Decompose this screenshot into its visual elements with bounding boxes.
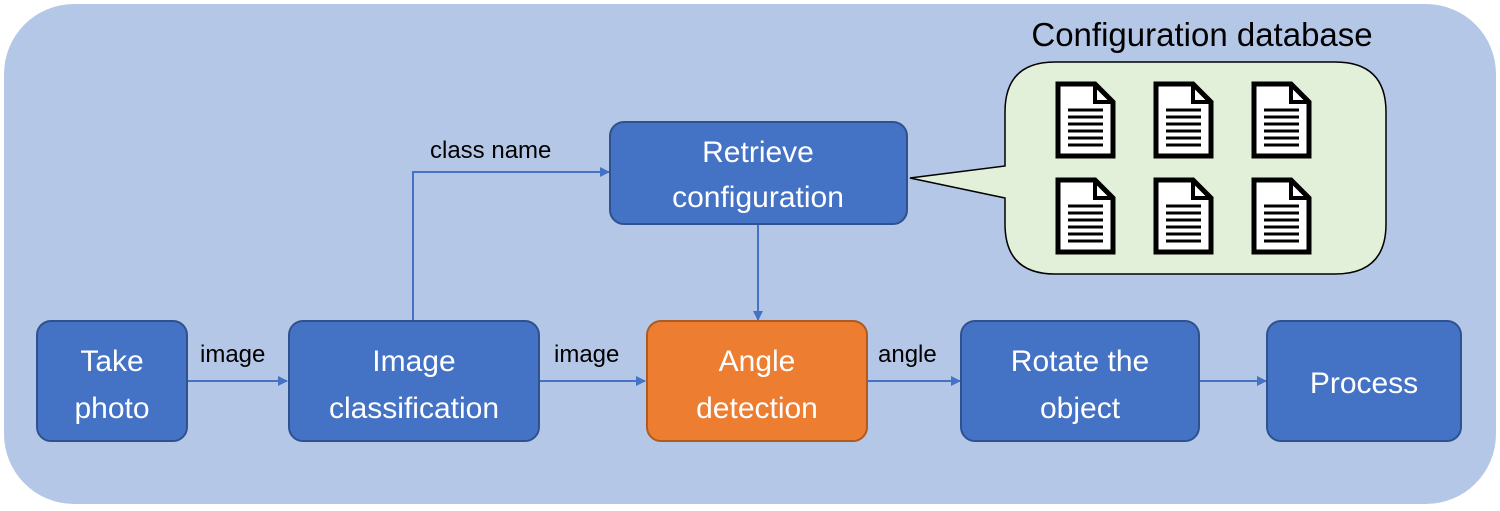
node-image-classification: Image classification [288,320,540,442]
node-process: Process [1266,320,1462,442]
edge-label-image-2: image [554,341,619,368]
node-process-label: Process [1310,367,1418,400]
node-take-photo-line2: photo [74,392,149,425]
node-angle-detection-line1: Angle [719,345,796,378]
node-angle-detection: Angle detection [646,320,868,442]
edge-classify-to-retrieve [412,167,610,321]
edge-label-class-name: class name [430,137,551,164]
document-icon [1251,81,1312,159]
database-title: Configuration database [1031,16,1372,53]
node-angle-detection-line2: detection [696,392,818,425]
edge-label-image-1: image [200,341,265,368]
node-retrieve-configuration: Retrieve configuration [609,121,908,225]
node-rotate-object-line2: object [1040,392,1121,425]
document-icon [1153,81,1214,159]
document-icon [1251,177,1312,255]
node-retrieve-configuration-line2: configuration [672,181,844,214]
document-icon [1055,177,1116,255]
edge-label-angle: angle [878,341,937,368]
document-icon-grid [1055,81,1312,255]
node-image-classification-line1: Image [372,345,455,378]
node-rotate-object: Rotate the object [960,320,1200,442]
node-retrieve-configuration-line1: Retrieve [702,136,814,169]
node-image-classification-line2: classification [329,392,499,425]
node-take-photo-line1: Take [80,345,143,378]
node-rotate-object-line1: Rotate the [1011,345,1149,378]
document-icon [1055,81,1116,159]
document-icon [1153,177,1214,255]
node-take-photo: Take photo [36,320,188,442]
